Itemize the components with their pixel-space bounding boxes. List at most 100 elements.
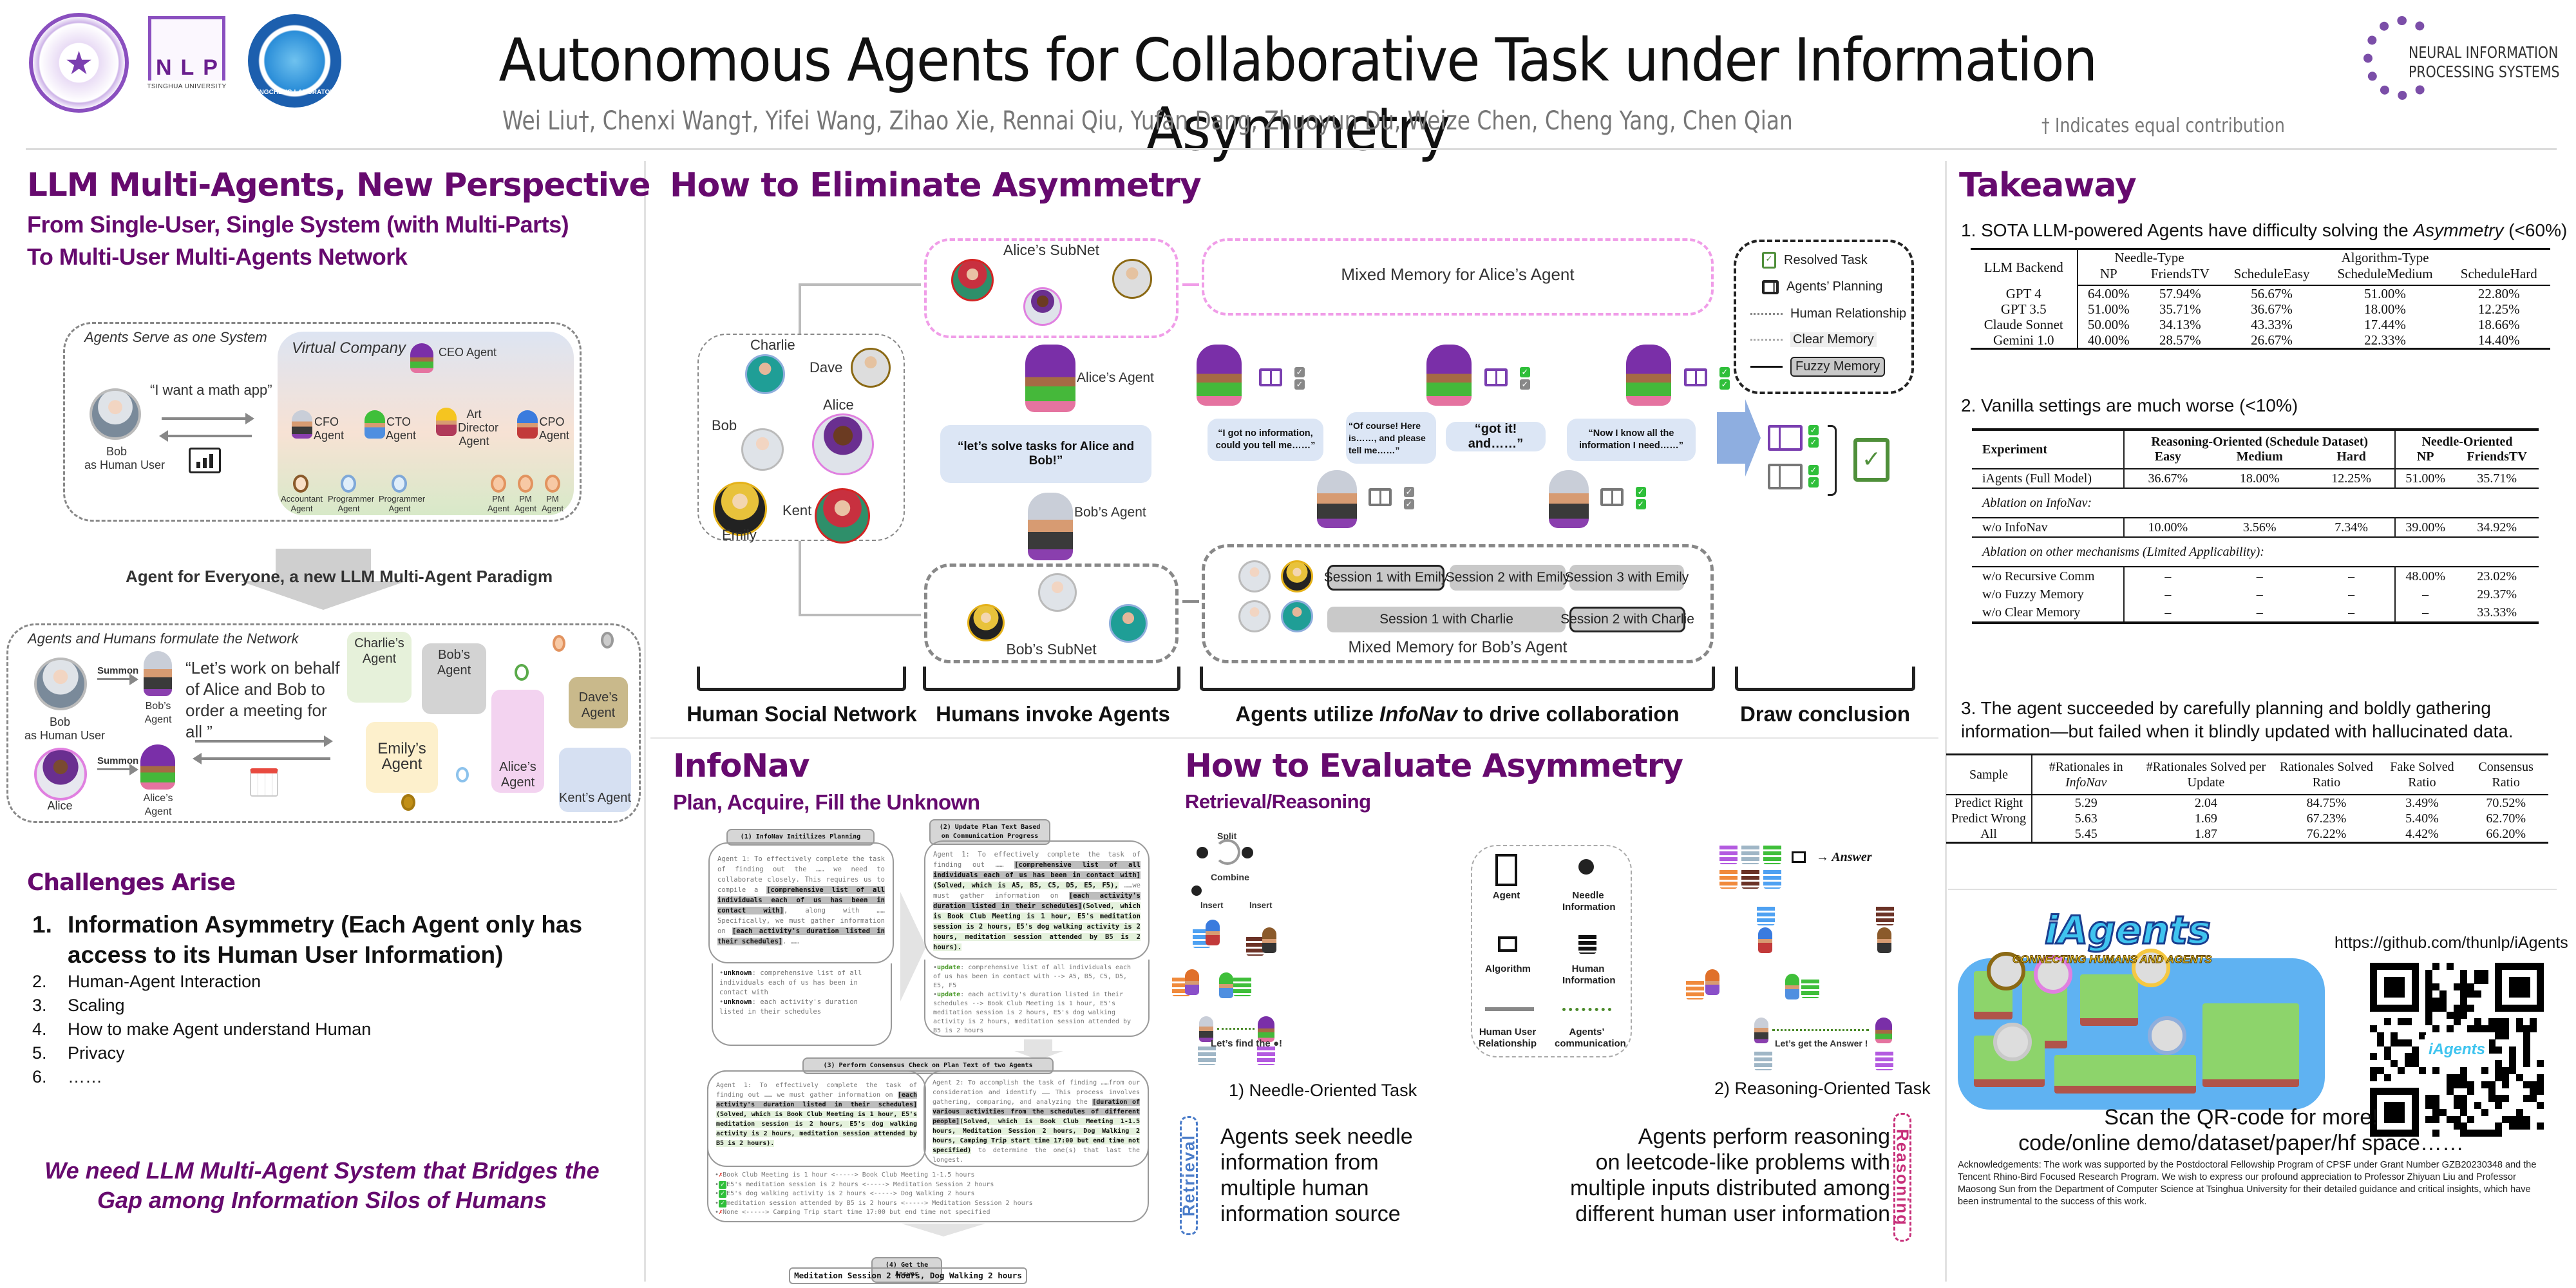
worker-label: PM Agent [488, 494, 509, 513]
dialogue-bubble: “I got no information, could you tell me… [1208, 419, 1323, 461]
emily-photo [713, 482, 767, 536]
subnet-label: Bob’s SubNet [1006, 641, 1097, 658]
update-list: •update: comprehensive list of all indiv… [924, 960, 1150, 1037]
cfo-agent-label: CFO Agent [314, 415, 345, 442]
qr-module [2411, 1095, 2419, 1103]
qr-module [2523, 1046, 2530, 1054]
legend-item: Human Relationship [1750, 307, 1906, 321]
qr-module [2405, 1088, 2412, 1095]
qr-module [2411, 969, 2419, 977]
diagram-label: Agents and Humans formulate the Network [28, 630, 299, 647]
qr-module [2405, 1018, 2412, 1026]
insert-label: Insert [1249, 900, 1273, 910]
bob-mixed-memory: Session 1 with Emily Session 2 with Emil… [1202, 544, 1714, 663]
qr-module [2509, 963, 2516, 970]
qr-module [2509, 1067, 2516, 1074]
subnet-arrow [1182, 600, 1199, 603]
row-label: Claude Sonnet [1971, 317, 2078, 332]
split-label: Split [1217, 831, 1237, 841]
user-role: as Human User [24, 729, 106, 742]
qr-module [2537, 1088, 2544, 1095]
emily-map-avatar [2132, 949, 2170, 987]
qr-code[interactable]: iAgents [2370, 963, 2544, 1137]
qr-module [2495, 1018, 2503, 1026]
needle-information-icon [1578, 859, 1594, 875]
qr-module [2509, 1060, 2516, 1068]
challenge-item: 1.Information Asymmetry (Each Agent only… [32, 911, 583, 968]
table-cell: 22.80% [2477, 286, 2520, 301]
qr-module [2474, 1130, 2481, 1137]
table-cell: – [2308, 566, 2396, 585]
resolved-check-icon: ✓ [1636, 487, 1646, 497]
bob-avatar [90, 388, 141, 440]
user-name: Bob [49, 715, 71, 728]
header-divider [26, 148, 2557, 150]
legend-label: Human User Relationship [1479, 1027, 1537, 1049]
qr-module [2530, 1018, 2537, 1026]
person-name: Alice [823, 397, 854, 413]
qr-module [2370, 983, 2377, 991]
table-cell: 3.49% [2405, 796, 2439, 810]
table-cell: 56.67% [2251, 286, 2293, 301]
table-cell: 36.67% [2251, 301, 2293, 317]
qr-module [2370, 1095, 2377, 1103]
table-cell: 3.56% [2211, 517, 2309, 537]
subnet-label: Alice’s SubNet [1003, 242, 1100, 258]
reasoning-description: Agents perform reasoning on leetcode-lik… [1569, 1124, 1890, 1226]
qr-module [2515, 1115, 2523, 1123]
qr-module [2523, 1060, 2530, 1068]
qr-module [2467, 1088, 2475, 1095]
find-needle-text: Let’s find the ●! [1211, 1038, 1283, 1049]
qr-module [2432, 1130, 2440, 1137]
qr-module [2467, 990, 2475, 998]
resolved-check-icon: ✓ [1808, 437, 1819, 448]
consensus-item: •✓E5's dog walking activity is 2 hours <… [715, 1190, 975, 1198]
yarn-icon: ● [1273, 1038, 1280, 1049]
qr-module [2515, 1108, 2523, 1116]
table-section-label: Ablation on other mechanisms (Limited Ap… [1972, 536, 2539, 567]
daves-agent-node: Dave’s Agent [569, 677, 628, 728]
alices-agent-sprite [1025, 345, 1075, 412]
planning-book-icon [1600, 488, 1624, 506]
qr-module [2495, 1102, 2503, 1109]
bob-agent-turn [1317, 470, 1357, 528]
stage-caption: Draw conclusion [1739, 702, 1911, 726]
legend-item: ✓Resolved Task [1762, 252, 1868, 269]
qr-module [2467, 983, 2475, 991]
update-item: •update: each activity's duration listed… [933, 991, 1132, 1034]
table-row: w/o Clear Memory––––33.33% [1972, 603, 2539, 623]
alice-agent-turn [1197, 345, 1242, 406]
github-link[interactable]: https://github.com/thunlp/iAgents [2334, 934, 2568, 952]
legend-label: Needle Information [1562, 890, 1616, 913]
ceo-agent-sprite [410, 343, 433, 373]
person-name: Charlie [750, 337, 795, 353]
worker-node [518, 475, 533, 493]
charlie-photo [1281, 600, 1313, 632]
get-answer-text: Let’s get the Answer ! [1775, 1038, 1868, 1048]
user-name: Alice [47, 799, 73, 812]
virtual-company-box: Virtual Company CEO Agent CFO Agent CTO … [278, 332, 574, 515]
split-combine-cycle-icon [1215, 839, 1240, 865]
qr-module [2411, 1088, 2419, 1095]
table-cell: 51.00% [2364, 286, 2406, 301]
worker-node [341, 475, 356, 493]
neurips-text-line2: PROCESSING SYSTEMS [2409, 62, 2560, 81]
qr-module [2523, 1095, 2530, 1103]
table-cell: 17.44% [2364, 317, 2406, 332]
qr-module [2537, 983, 2544, 991]
stage-bracket [923, 667, 1180, 691]
qr-module [2411, 990, 2419, 998]
qr-module [2488, 1018, 2496, 1026]
agent-sprite [1705, 969, 1719, 995]
reasoning-task-caption: 2) Reasoning-Oriented Task [1714, 1079, 1931, 1098]
section-title: How to Eliminate Asymmetry [670, 166, 1202, 205]
table-header: Sample [1946, 754, 2033, 795]
table-column-header: Rationales Solved Ratio [2272, 754, 2381, 795]
iagents-banner[interactable]: iAgents CONNECTING HUMANS AND AGENTS [1958, 907, 2325, 1110]
summon-arrow [97, 764, 138, 775]
qr-module [2370, 1067, 2377, 1074]
table-row: w/o Recursive Comm–––48.00%23.02% [1972, 566, 2539, 585]
